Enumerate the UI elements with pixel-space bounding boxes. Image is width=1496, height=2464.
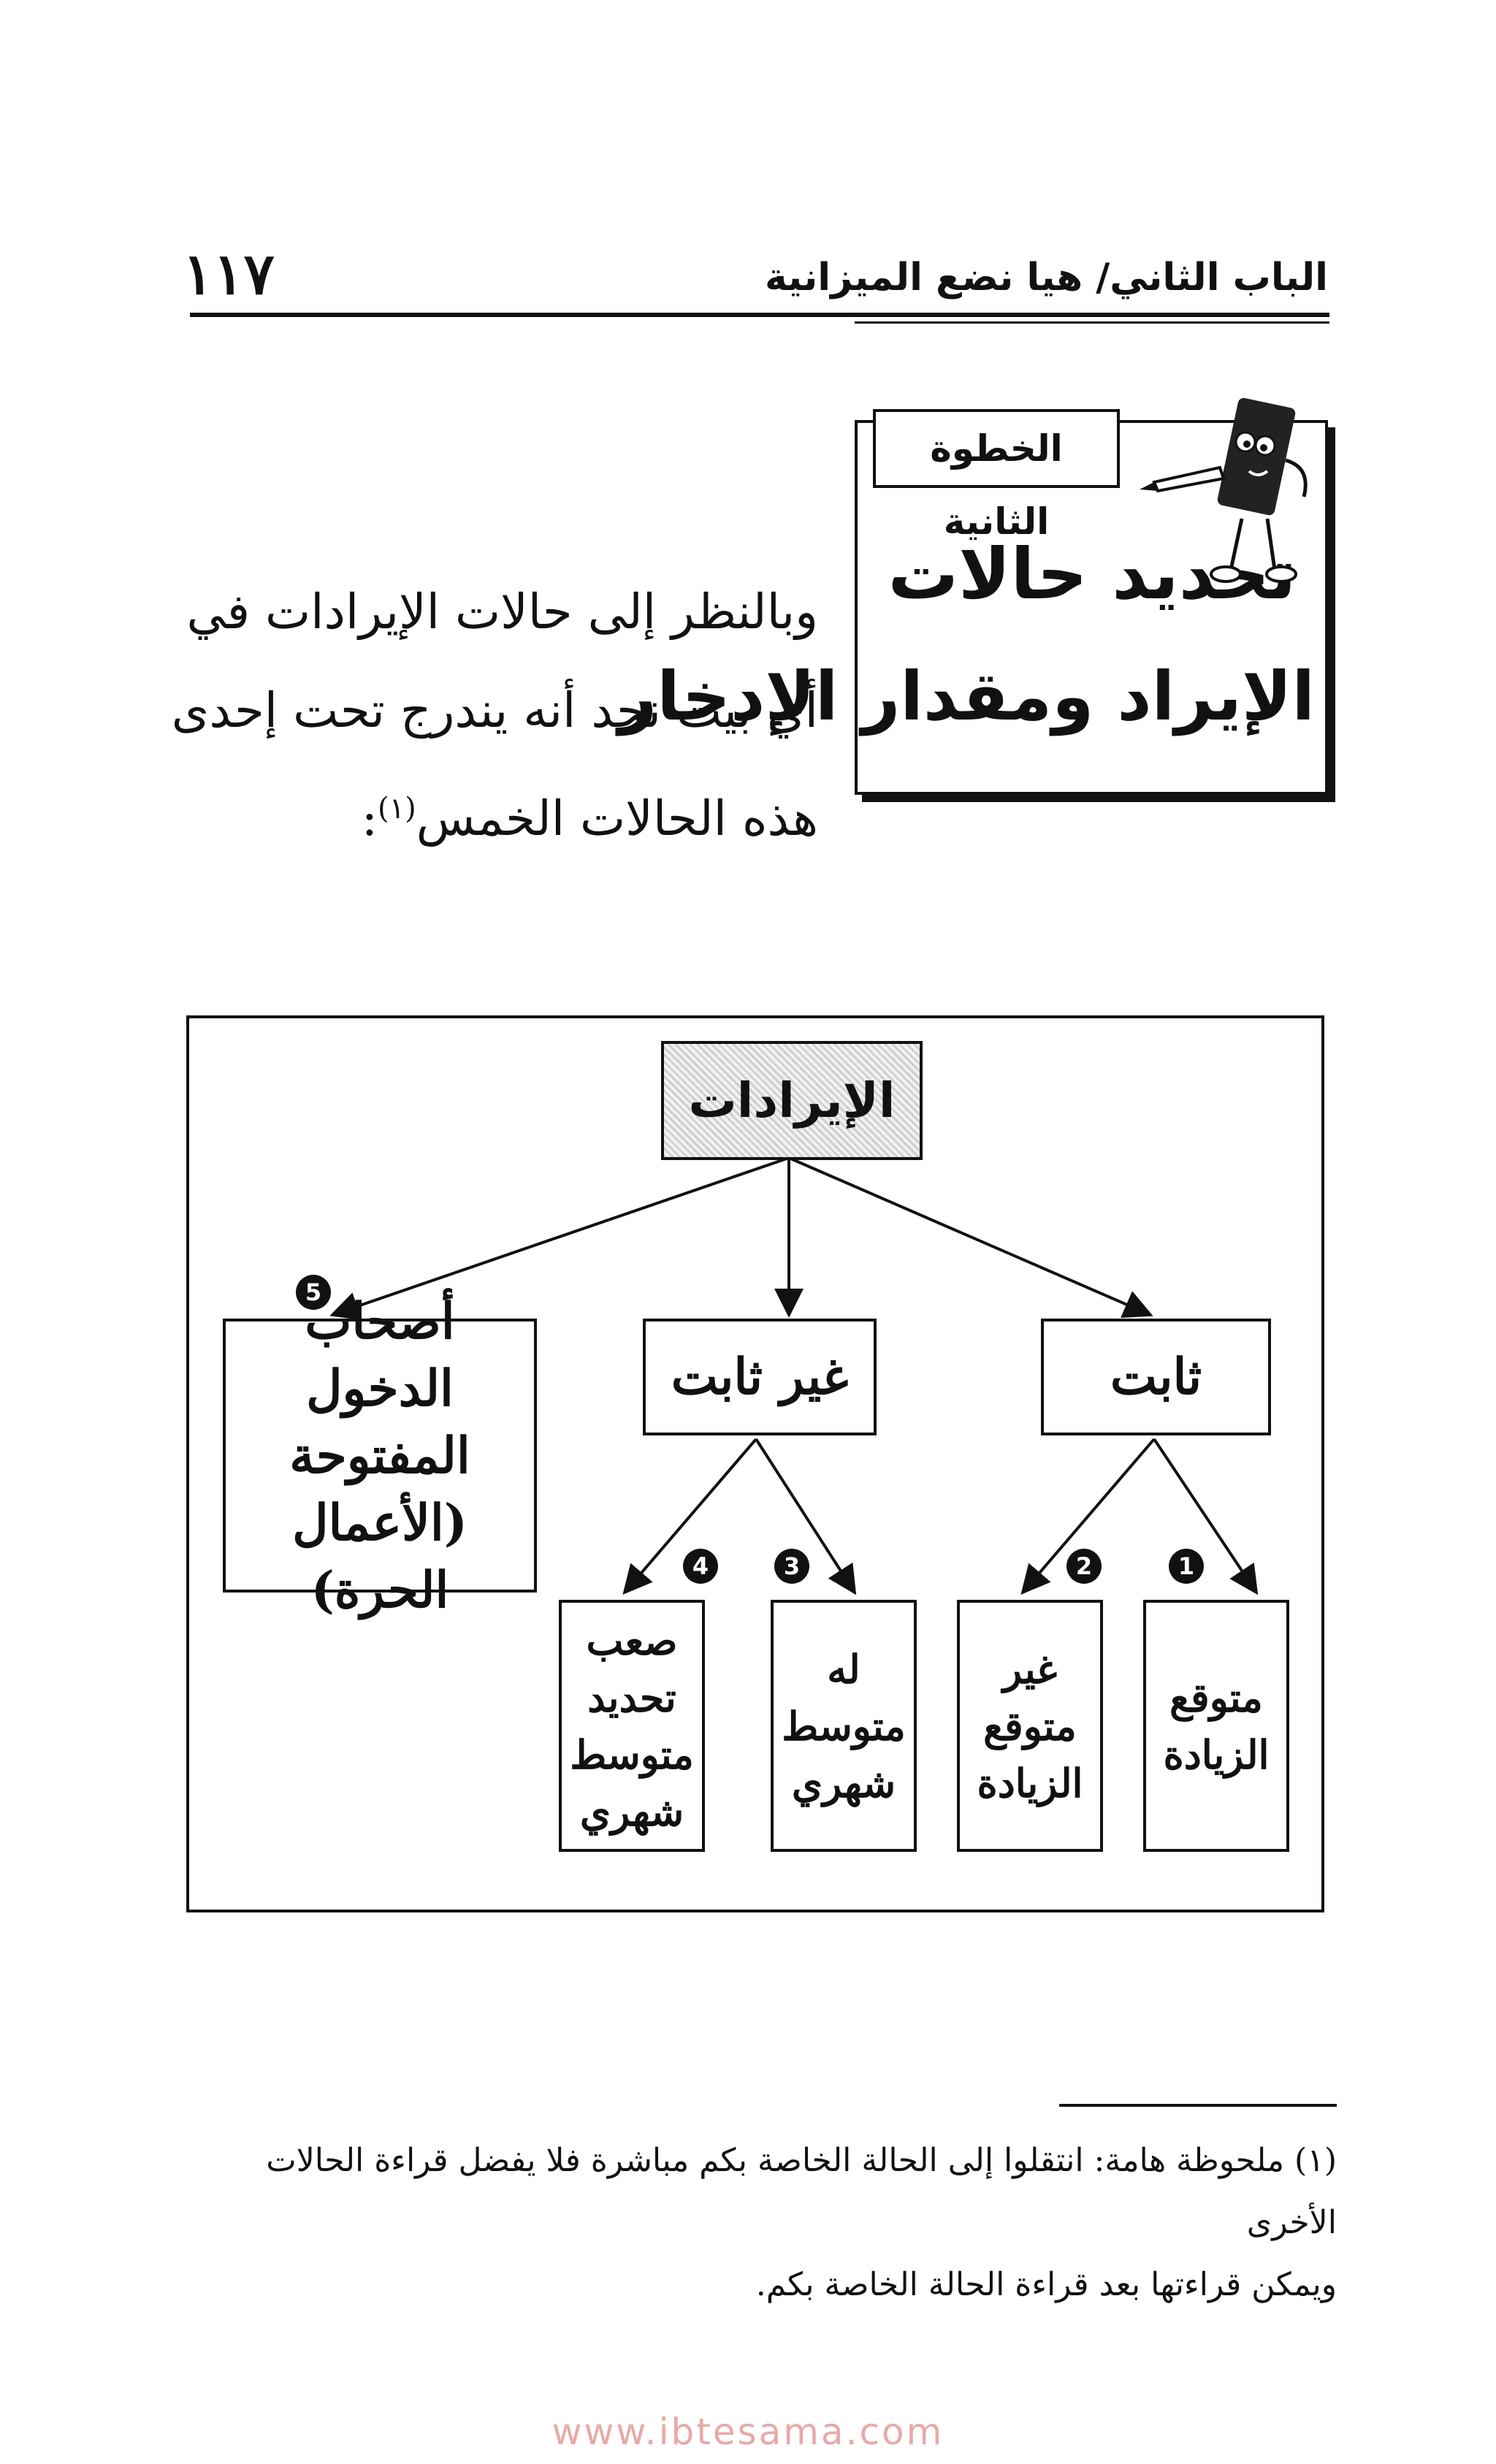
leaf1-line1: متوقع: [1169, 1674, 1263, 1721]
arrow-root-fixed: [788, 1156, 1153, 1319]
leaf3-line3: شهري: [791, 1759, 896, 1807]
page-number: ١١٧: [183, 241, 275, 308]
arrow-fixed-leaf2: [1020, 1438, 1156, 1595]
arrow-notfixed-leaf3: [755, 1438, 857, 1595]
arrow-fixed-leaf1: [1153, 1438, 1259, 1595]
running-title: الباب الثاني/ هيا نضع الميزانية: [765, 256, 1328, 300]
footnote-line1: (١) ملحوظة هامة: انتقلوا إلى الحالة الخا…: [266, 2142, 1337, 2241]
footnote-line2: ويمكن قراءتها بعد قراءة الحالة الخاصة بك…: [755, 2266, 1337, 2303]
intro-paragraph: وبالنظر إلى حالات الإيرادات في أي بيت نج…: [161, 562, 818, 868]
pencil-mascot-icon: [1140, 397, 1308, 583]
badge-3: 3: [774, 1549, 809, 1584]
step-title-line2: الإيراد ومقدار الإدخار: [618, 657, 1315, 736]
node-freelance-line1: أصحاب: [305, 1292, 455, 1351]
diagram-frame: [186, 1015, 1324, 1912]
node-freelance-line3: (الأعمال الحرة): [292, 1493, 468, 1620]
node-not-fixed-label: غير ثابت: [671, 1348, 849, 1406]
badge-1: 1: [1169, 1549, 1204, 1584]
leaf3-line1: له: [827, 1645, 860, 1693]
step-tag: الخطوة الثانية: [873, 409, 1120, 543]
leaf4-line2: تحديد: [587, 1674, 676, 1721]
leaf3-line2: متوسط: [782, 1702, 906, 1750]
leaf-unexpected-increase: غير متوقع الزيادة: [957, 1600, 1103, 1852]
leaf4-line4: شهري: [579, 1788, 684, 1835]
arrow-root-freelance: [329, 1156, 790, 1321]
node-freelance: أصحاب الدخول المفتوحة (الأعمال الحرة): [223, 1292, 537, 1620]
leaf1-line2: الزيادة: [1163, 1731, 1270, 1778]
badge-2: 2: [1066, 1549, 1102, 1584]
leaf-expected-increase: متوقع الزيادة: [1143, 1600, 1289, 1852]
node-fixed-label: ثابت: [1110, 1348, 1202, 1406]
watermark: www.ibtesama.com: [552, 2411, 944, 2453]
intro-colon: :: [361, 790, 378, 847]
node-not-fixed: غير ثابت: [643, 1319, 877, 1435]
footnote-rule: [1059, 2104, 1337, 2107]
leaf2-line2: متوقع: [983, 1702, 1077, 1750]
footnote-marker: (١): [378, 792, 416, 825]
header-rule: [190, 313, 1329, 317]
badge-5: 5: [296, 1275, 331, 1310]
arrow-notfixed-leaf4: [622, 1438, 757, 1595]
leaf2-line3: الزيادة: [977, 1759, 1083, 1807]
leaf4-line1: صعب: [586, 1617, 678, 1664]
leaf-has-monthly-average: له متوسط شهري: [771, 1600, 917, 1852]
leaf-hard-monthly-average: صعب تحديد متوسط شهري: [559, 1600, 705, 1852]
intro-text: وبالنظر إلى حالات الإيرادات في أي بيت نج…: [171, 584, 818, 847]
diagram-root-revenues: الإيرادات: [661, 1041, 923, 1160]
footnote: (١) ملحوظة هامة: انتقلوا إلى الحالة الخا…: [183, 2129, 1337, 2316]
node-fixed: ثابت: [1041, 1319, 1271, 1435]
node-freelance-line2: الدخول المفتوحة: [289, 1359, 470, 1485]
leaf4-line3: متوسط: [570, 1731, 694, 1778]
badge-4: 4: [683, 1549, 718, 1584]
leaf2-line1: غير: [1002, 1645, 1058, 1693]
header-rule-secondary: [855, 321, 1329, 324]
